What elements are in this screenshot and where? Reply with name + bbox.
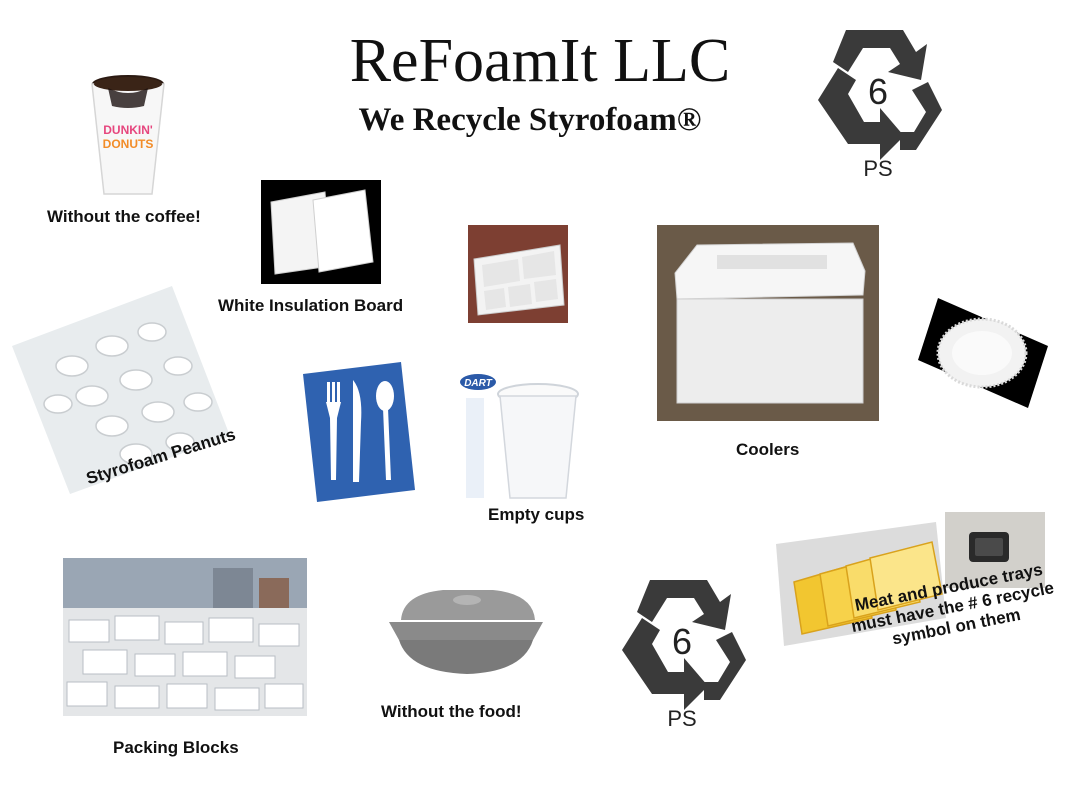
insulation-board-image [261,180,381,284]
peanuts-image [12,286,230,494]
caption-food: Without the food! [381,702,522,721]
caption-coffee: Without the coffee! [47,207,201,226]
lunch-tray-image [468,225,568,323]
clamshell-image [383,580,549,680]
tray-detail-image [945,512,1045,588]
recycle-6-icon: 6 PS [622,580,746,730]
page-title: ReFoamIt LLC [349,27,731,95]
caption-coolers: Coolers [736,440,800,459]
dart-cup-image: DART [458,370,586,504]
svg-text:6: 6 [672,621,692,662]
svg-text:PS: PS [863,156,892,180]
svg-text:PS: PS [667,706,696,730]
packing-blocks-image [63,558,307,716]
caption-insulation: White Insulation Board [218,296,404,315]
coffee-cup-image: DUNKIN' DONUTS [88,70,168,198]
cutlery-image [303,362,415,502]
yellow-trays-image [776,522,946,646]
svg-text:DUNKIN': DUNKIN' [103,123,153,137]
page-subtitle: We Recycle Styrofoam® [358,102,702,138]
cooler-image [657,225,879,421]
recycle-symbol-top: 6 PS [808,20,948,180]
recycle-symbol-bottom: 6 PS [612,570,752,730]
svg-text:DONUTS: DONUTS [103,137,154,151]
caption-cups: Empty cups [488,505,585,524]
caption-packing: Packing Blocks [113,738,239,757]
plate-image [918,298,1048,408]
svg-text:6: 6 [868,71,888,112]
svg-text:DART: DART [464,378,492,389]
recycle-6-icon: 6 PS [818,30,942,180]
